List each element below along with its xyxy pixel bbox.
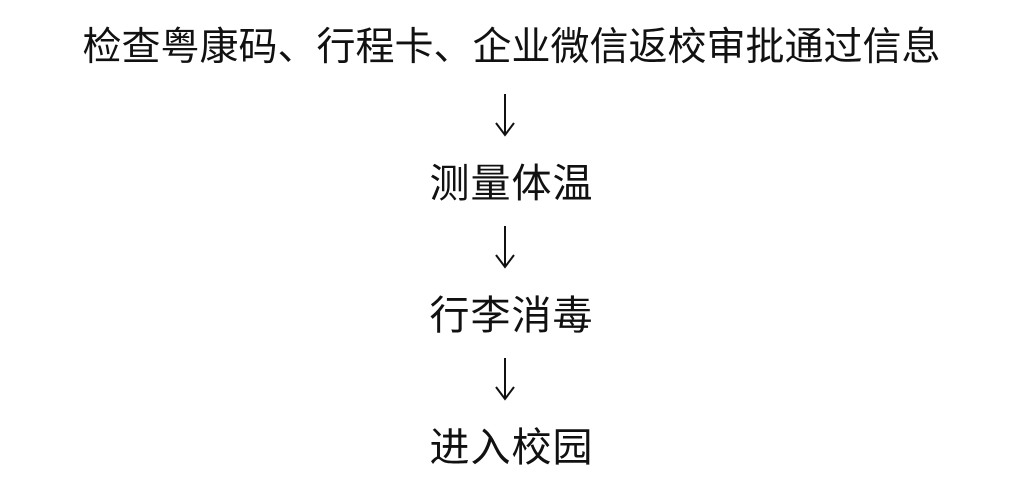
step-measure-temperature: 测量体温: [429, 161, 594, 207]
down-arrow-icon: [490, 92, 520, 138]
down-arrow-icon: [490, 356, 520, 402]
step-luggage-disinfection: 行李消毒: [429, 293, 594, 339]
step-enter-campus: 进入校园: [429, 425, 594, 471]
down-arrow-icon: [490, 224, 520, 270]
step-check-credentials: 检查粤康码、行程卡、企业微信返校审批通过信息: [82, 25, 941, 70]
